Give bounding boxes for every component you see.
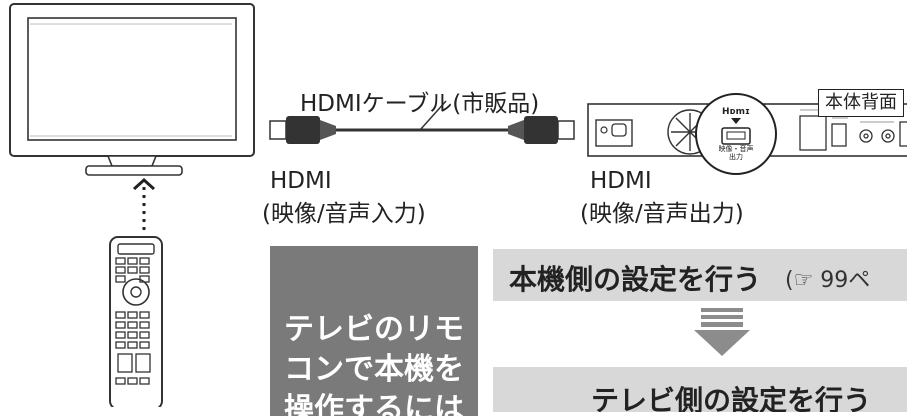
recorder-rear-panel-icon xyxy=(587,93,907,175)
arrow-bar-3 xyxy=(701,322,743,327)
hdmi-cable-icon xyxy=(269,100,575,144)
tv-icon xyxy=(9,3,255,176)
hdmi-logo: Hᴅmɪ xyxy=(722,107,750,117)
tv-port-label: HDMI xyxy=(270,168,332,194)
connection-diagram xyxy=(9,3,907,407)
tv-port-sublabel: (映像/音声入力) xyxy=(262,201,426,227)
port-caption-2: 出力 xyxy=(729,153,743,161)
down-arrow-icon xyxy=(694,330,750,356)
recorder-port-sublabel: (映像/音声出力) xyxy=(580,201,744,227)
step-1-page-ref: (☞ 99ペ xyxy=(785,268,871,293)
step-2-band: テレビ側の設定を行う xyxy=(493,367,907,412)
note-line-1: テレビのリモ xyxy=(284,312,464,347)
arrow-bar-1 xyxy=(701,308,743,312)
step-2-title: テレビ側の設定を行う xyxy=(591,384,872,412)
note-line-2: コンで本機を xyxy=(284,352,464,387)
port-caption-1: 映像・音声 xyxy=(718,145,754,153)
note-line-3: 操作するには xyxy=(284,392,464,416)
step-1-title: 本機側の設定を行う xyxy=(509,263,762,296)
step-1-band: 本機側の設定を行う (☞ 99ペ xyxy=(493,249,907,301)
cable-label: HDMIケーブル(市販品) xyxy=(300,91,540,117)
arrow-bar-2 xyxy=(701,315,743,319)
remote-control-icon xyxy=(109,236,163,407)
remote-signal-arrow xyxy=(132,177,156,232)
rear-panel-tag: 本体背面 xyxy=(818,89,904,117)
remote-operation-note: テレビのリモ コンで本機を 操作するには xyxy=(270,246,478,416)
recorder-port-label: HDMI xyxy=(590,168,652,194)
